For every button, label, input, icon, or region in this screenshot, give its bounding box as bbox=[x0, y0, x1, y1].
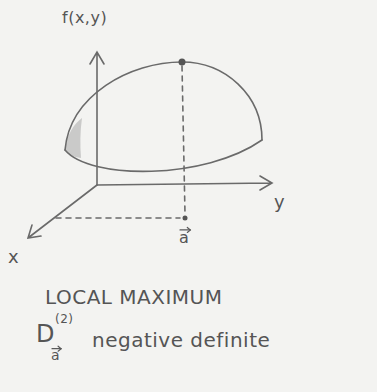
max-point bbox=[179, 59, 186, 66]
point-label: a bbox=[179, 228, 189, 247]
symbol-text-box: D bbox=[36, 322, 55, 346]
projection-line bbox=[56, 217, 180, 219]
dome-top bbox=[65, 62, 262, 150]
superscript-text: (2) bbox=[55, 312, 74, 326]
heading-text-box: LOCAL MAXIMUM bbox=[45, 287, 223, 307]
note-text-box: negative definite bbox=[92, 330, 270, 350]
heading-text: LOCAL MAXIMUM bbox=[45, 285, 223, 309]
axis-label: y bbox=[274, 191, 285, 212]
base-point bbox=[183, 216, 188, 221]
dome-base bbox=[65, 140, 262, 171]
axis-label: f(x,y) bbox=[62, 8, 107, 27]
axis-label-box: y bbox=[274, 193, 285, 211]
x-axis bbox=[28, 185, 97, 238]
point-label-box: a bbox=[179, 230, 189, 246]
drop-line bbox=[182, 66, 185, 214]
axis-label-box: f(x,y) bbox=[62, 10, 107, 26]
axis-label: x bbox=[8, 246, 19, 267]
subscript-text: a bbox=[51, 347, 60, 363]
subscript-text-box: a bbox=[51, 347, 60, 363]
symbol-text: D bbox=[36, 320, 55, 348]
superscript-text-box: (2) bbox=[55, 310, 74, 326]
axis-label-box: x bbox=[8, 248, 19, 266]
note-text: negative definite bbox=[92, 328, 270, 352]
